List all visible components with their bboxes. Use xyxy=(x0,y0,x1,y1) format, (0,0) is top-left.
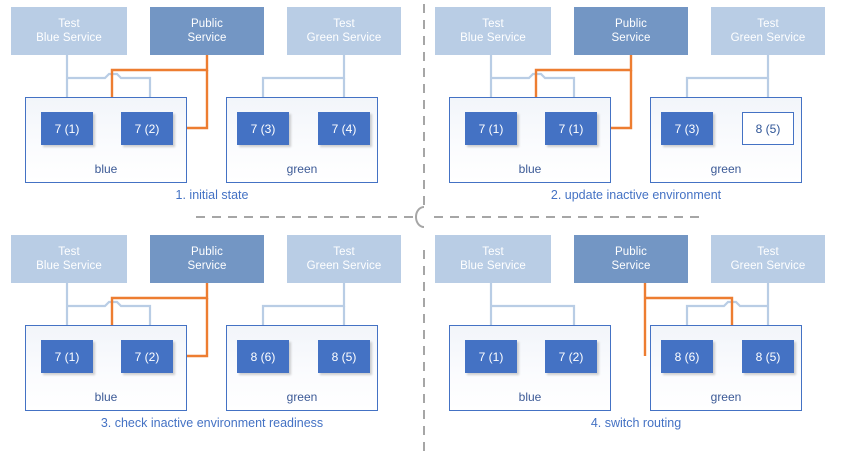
pod-blue-2: 7 (2) xyxy=(121,340,173,373)
service-test-blue: Test Blue Service xyxy=(11,235,127,283)
service-test-green-line1: Test xyxy=(333,246,355,258)
pod-blue-1: 7 (1) xyxy=(465,112,517,145)
service-public-line1: Public xyxy=(615,18,647,30)
service-test-green-line2: Green Service xyxy=(730,32,806,44)
environment-green-label: green xyxy=(710,390,742,404)
environment-blue-label: blue xyxy=(518,390,542,404)
service-public: Public Service xyxy=(574,7,688,55)
service-test-green-line2: Green Service xyxy=(730,260,806,272)
pod-blue-2: 7 (2) xyxy=(121,112,173,145)
pod-green-2: 8 (5) xyxy=(742,112,794,145)
pod-blue-2: 7 (1) xyxy=(545,112,597,145)
service-test-blue-line1: Test xyxy=(482,246,504,258)
pod-blue-2: 7 (2) xyxy=(545,340,597,373)
service-public-line1: Public xyxy=(191,18,223,30)
service-test-blue-line1: Test xyxy=(482,18,504,30)
panel-caption: 1. initial state xyxy=(175,188,249,202)
environment-blue-label: blue xyxy=(94,162,118,176)
environment-blue-label: blue xyxy=(94,390,118,404)
panel-check-readiness: Test Blue Service Public Service Test Gr… xyxy=(0,228,424,456)
pod-green-2: 8 (5) xyxy=(742,340,794,373)
environment-green-label: green xyxy=(286,162,318,176)
service-public-line1: Public xyxy=(191,246,223,258)
pod-blue-1: 7 (1) xyxy=(465,340,517,373)
service-public: Public Service xyxy=(150,235,264,283)
pod-green-1: 8 (6) xyxy=(237,340,289,373)
service-public: Public Service xyxy=(150,7,264,55)
service-public-line1: Public xyxy=(615,246,647,258)
service-test-blue-line2: Blue Service xyxy=(460,260,526,272)
service-test-blue-line2: Blue Service xyxy=(460,32,526,44)
pod-blue-1: 7 (1) xyxy=(41,112,93,145)
service-test-green-line1: Test xyxy=(333,18,355,30)
panel-caption: 3. check inactive environment readiness xyxy=(100,416,324,430)
panel-update-inactive-environment: Test Blue Service Public Service Test Gr… xyxy=(424,0,848,228)
pod-green-1: 8 (6) xyxy=(661,340,713,373)
service-test-blue: Test Blue Service xyxy=(11,7,127,55)
service-public-line2: Service xyxy=(611,260,651,272)
service-test-blue-line2: Blue Service xyxy=(36,32,102,44)
pod-green-2: 7 (4) xyxy=(318,112,370,145)
environment-blue-label: blue xyxy=(518,162,542,176)
service-public: Public Service xyxy=(574,235,688,283)
environment-green-label: green xyxy=(286,390,318,404)
service-test-green: Test Green Service xyxy=(711,235,825,283)
pod-green-2: 8 (5) xyxy=(318,340,370,373)
service-public-line2: Service xyxy=(611,32,651,44)
service-test-green-line1: Test xyxy=(757,18,779,30)
pod-green-1: 7 (3) xyxy=(661,112,713,145)
service-public-line2: Service xyxy=(187,260,227,272)
panel-caption: 4. switch routing xyxy=(590,416,682,430)
service-test-blue: Test Blue Service xyxy=(435,7,551,55)
service-test-green: Test Green Service xyxy=(287,235,401,283)
service-test-green-line2: Green Service xyxy=(306,32,382,44)
pod-green-1: 7 (3) xyxy=(237,112,289,145)
environment-green-label: green xyxy=(710,162,742,176)
panel-caption: 2. update inactive environment xyxy=(550,188,722,202)
service-public-line2: Service xyxy=(187,32,227,44)
service-test-green-line1: Test xyxy=(757,246,779,258)
service-test-blue: Test Blue Service xyxy=(435,235,551,283)
service-test-green: Test Green Service xyxy=(711,7,825,55)
pod-blue-1: 7 (1) xyxy=(41,340,93,373)
service-test-blue-line2: Blue Service xyxy=(36,260,102,272)
panel-initial-state: Test Blue Service Public Service Test Gr… xyxy=(0,0,424,228)
service-test-green-line2: Green Service xyxy=(306,260,382,272)
panel-switch-routing: Test Blue Service Public Service Test Gr… xyxy=(424,228,848,456)
service-test-green: Test Green Service xyxy=(287,7,401,55)
service-test-blue-line1: Test xyxy=(58,18,80,30)
service-test-blue-line1: Test xyxy=(58,246,80,258)
